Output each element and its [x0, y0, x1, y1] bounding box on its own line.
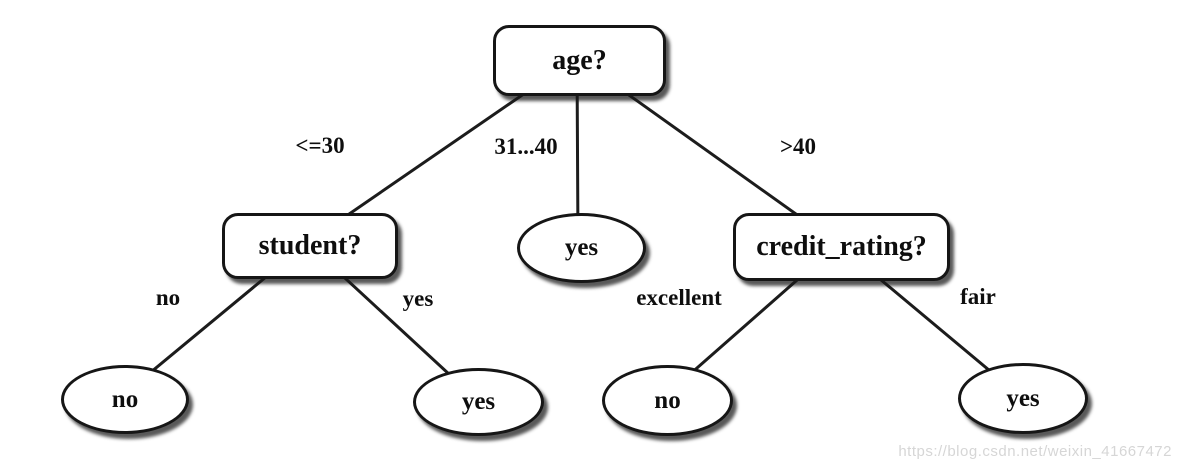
leaf-age-31-40: yes: [517, 213, 646, 283]
leaf-credit-excellent-no-label: no: [654, 386, 681, 414]
edge-label-fair: fair: [960, 284, 996, 309]
edge-label-31-40: 31...40: [494, 134, 558, 159]
node-student-label: student?: [258, 230, 362, 261]
edge-label-gt-40: >40: [779, 134, 817, 159]
leaf-credit-excellent-no: no: [602, 365, 733, 436]
edge-label-student-no: no: [155, 285, 181, 310]
edge-label-le-30: <=30: [295, 133, 345, 158]
edge-label-student-yes: yes: [402, 286, 434, 311]
leaf-credit-fair-yes-label: yes: [1006, 384, 1040, 412]
leaf-student-no: no: [61, 365, 189, 434]
node-credit-rating: credit_rating?: [733, 213, 950, 281]
node-student: student?: [222, 213, 398, 279]
leaf-student-yes-label: yes: [461, 388, 496, 415]
csdn-watermark: https://blog.csdn.net/weixin_41667472: [898, 443, 1172, 460]
leaf-age-31-40-label: yes: [564, 234, 599, 261]
node-credit-rating-label: credit_rating?: [756, 231, 927, 262]
edge-label-excellent: excellent: [636, 285, 722, 310]
node-age-label: age?: [552, 44, 607, 76]
leaf-student-no-label: no: [111, 385, 139, 413]
leaf-credit-fair-yes: yes: [958, 363, 1088, 434]
node-age: age?: [493, 25, 666, 96]
leaf-student-yes: yes: [413, 368, 544, 436]
